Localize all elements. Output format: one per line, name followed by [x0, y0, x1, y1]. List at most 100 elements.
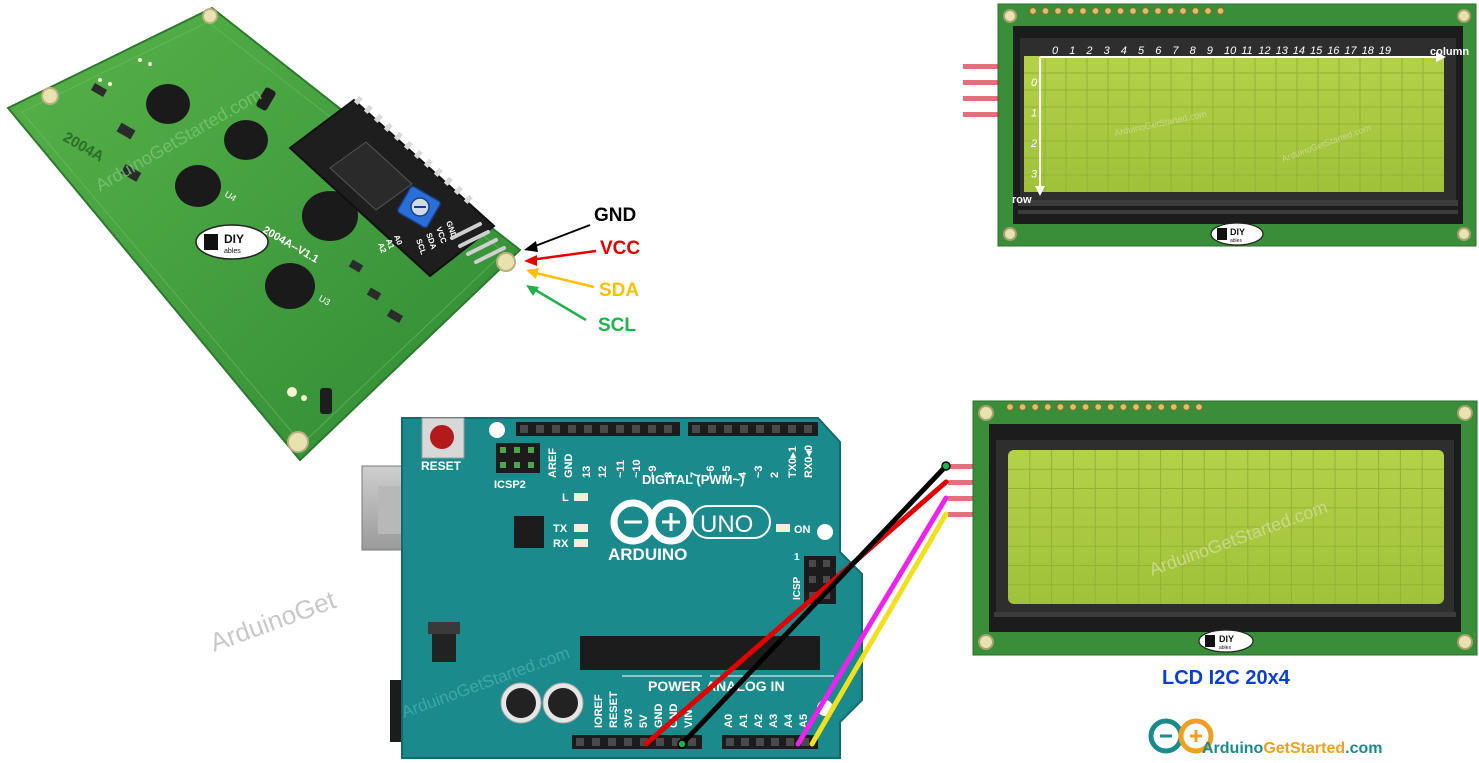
backpack-jumper-a1: A1	[384, 238, 396, 251]
digital-pin-label: ~9	[647, 465, 659, 478]
uno-label: UNO	[700, 511, 753, 538]
grid-column-number: 11	[1241, 45, 1252, 57]
arduino-brand: ARDUINO	[608, 545, 687, 564]
lcd-header-pin	[1043, 403, 1052, 411]
lcd-header-pin	[1154, 7, 1162, 15]
grid-column-label: column	[1430, 46, 1469, 58]
digital-pin-label: ~10	[631, 459, 643, 478]
digital-header	[516, 422, 818, 436]
header-hole	[726, 738, 734, 746]
led-tx: TX	[553, 523, 588, 535]
lcd-module-back: 2004A 2004A--V1.1 U4 U3 DIY ables	[6, 6, 522, 462]
lcd-header-pin	[1132, 403, 1140, 411]
icsp-label: ICSP	[792, 576, 803, 600]
power-pin-label: RESET	[608, 691, 620, 728]
logo-part2: GetStarted	[1263, 740, 1345, 757]
badge-back-top: DIY	[224, 232, 244, 246]
small-chip	[514, 516, 544, 548]
grid-column-number: 5	[1138, 45, 1145, 57]
lcd-header-pin	[1182, 403, 1191, 411]
header-hole	[788, 425, 796, 433]
lcd-header-pin	[1081, 403, 1090, 411]
grid-column-number: 3	[1104, 45, 1111, 57]
arduinogetstarted-logo: ArduinoGetStarted.com	[1148, 718, 1382, 757]
digital-label: DIGITAL (PWM~)	[642, 472, 744, 487]
digital-pin-label: ~6	[705, 465, 717, 478]
header-hole	[801, 738, 809, 746]
lcd-header-pin	[1029, 7, 1037, 15]
header-hole	[624, 738, 632, 746]
lcd-header-pin	[1216, 7, 1225, 15]
analog-pin-label: A1	[738, 714, 750, 728]
header-hole	[608, 738, 616, 746]
grid-column-number: 13	[1276, 45, 1289, 57]
grid-column-number: 1	[1069, 45, 1075, 57]
power-pin-label: GND	[653, 704, 665, 729]
brand-badge-back: DIY ables	[195, 224, 269, 260]
digital-pin-label: 12	[597, 466, 609, 478]
lcd-header-pin	[1006, 403, 1014, 411]
lcd-header-pin	[1018, 403, 1027, 411]
lcd-header-pin	[1031, 403, 1040, 411]
led-l: L	[562, 492, 588, 504]
grid-column-number: 16	[1327, 45, 1340, 57]
power-pin-label: VIN	[683, 710, 695, 728]
grid-column-number: 19	[1379, 45, 1391, 57]
pin-label-sda: SDA	[599, 280, 639, 301]
badge-grid-bottom: ables	[1230, 238, 1242, 244]
grid-column-number: 6	[1155, 45, 1162, 57]
grid-row-number: 2	[1030, 138, 1037, 150]
lcd-header-pin	[1166, 7, 1175, 15]
chip-label-u3: U3	[317, 293, 332, 307]
header-hole	[584, 425, 592, 433]
lcd-header-pin	[1157, 403, 1166, 411]
lcd-header-pin	[1195, 403, 1203, 411]
grid-column-number: 7	[1172, 45, 1179, 57]
header-hole	[724, 425, 732, 433]
grid-column-number: 14	[1293, 45, 1305, 57]
grid-row-number: 1	[1031, 108, 1037, 120]
power-pin-label: 5V	[638, 714, 650, 728]
header-hole	[786, 738, 794, 746]
analog-pin-label: A2	[753, 714, 765, 728]
digital-pin-label: ~5	[721, 465, 733, 478]
header-hole	[708, 425, 716, 433]
led-l-label: L	[562, 492, 569, 504]
header-hole	[536, 425, 544, 433]
digital-pin-label: 7	[689, 472, 701, 478]
header-hole	[600, 425, 608, 433]
grid-column-number: 0	[1052, 45, 1059, 57]
digital-pin-label: 2	[769, 472, 781, 478]
header-hole	[741, 738, 749, 746]
lcd-header-pin	[1079, 7, 1087, 15]
badge-lcd-bottom: ables	[1219, 645, 1231, 651]
header-hole	[632, 425, 640, 433]
lcd-header-pin	[1106, 403, 1115, 411]
badge-lcd-top: DIY	[1219, 634, 1234, 644]
digital-pin-label: 8	[663, 472, 675, 478]
header-hole	[664, 425, 672, 433]
digital-pin-label: AREF	[547, 448, 559, 478]
contrast-potentiometer	[397, 185, 441, 229]
grid-row-label: row	[1012, 194, 1032, 206]
header-hole	[648, 425, 656, 433]
digital-pin-label: 4	[737, 471, 749, 478]
lcd-header-pin	[1091, 7, 1100, 15]
arduino-infinity-logo	[610, 499, 694, 545]
lcd-header-pin	[1104, 7, 1112, 15]
reset-button[interactable]	[421, 417, 465, 459]
header-hole	[656, 738, 664, 746]
header-hole	[740, 425, 748, 433]
pin-label-vcc: VCC	[600, 238, 640, 259]
pin-label-scl: SCL	[598, 315, 636, 336]
led-rx: RX	[553, 538, 588, 550]
grid-column-number: 15	[1310, 45, 1323, 57]
lcd-header-pin	[1141, 7, 1150, 15]
capacitors	[500, 682, 584, 724]
header-hole	[568, 425, 576, 433]
lcd-header-pin	[1129, 7, 1137, 15]
i2c-backpack: GND VCC SDA SCL A0 A1 A2	[288, 95, 506, 278]
uno-badge: UNO	[691, 505, 771, 539]
